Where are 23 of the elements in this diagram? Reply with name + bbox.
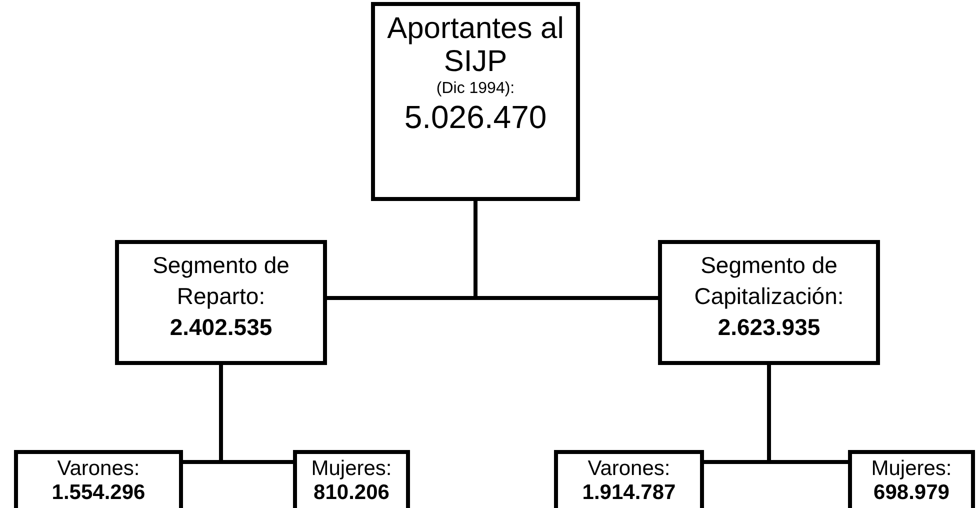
node-label: Aportantes al SIJP [386, 12, 565, 78]
count-value: 810.206 [314, 481, 390, 506]
count-value: 698.979 [874, 481, 950, 506]
node-label: Varones: [57, 457, 140, 482]
node-label: (Dic 1994): [436, 79, 515, 99]
text-box [14, 450, 183, 508]
connector-line [474, 201, 658, 300]
count-value: 2.623.935 [718, 313, 820, 342]
text-box [115, 240, 327, 365]
text-box [371, 2, 580, 201]
node-label: Mujeres: [311, 457, 392, 482]
text-box [658, 240, 880, 365]
node-label: Segmento de Capitalización: [693, 251, 845, 312]
node-label: Varones: [588, 457, 670, 482]
node-label: Segmento de Reparto: [152, 251, 290, 312]
count-value: 2.402.535 [170, 313, 272, 342]
count-value: 1.914.787 [582, 481, 676, 506]
text-box [293, 450, 410, 508]
text-box [554, 450, 704, 508]
text-box [848, 450, 975, 508]
count-value: 5.026.470 [404, 100, 547, 136]
node-label: Mujeres: [871, 457, 952, 482]
count-value: 1.554.296 [52, 481, 146, 506]
